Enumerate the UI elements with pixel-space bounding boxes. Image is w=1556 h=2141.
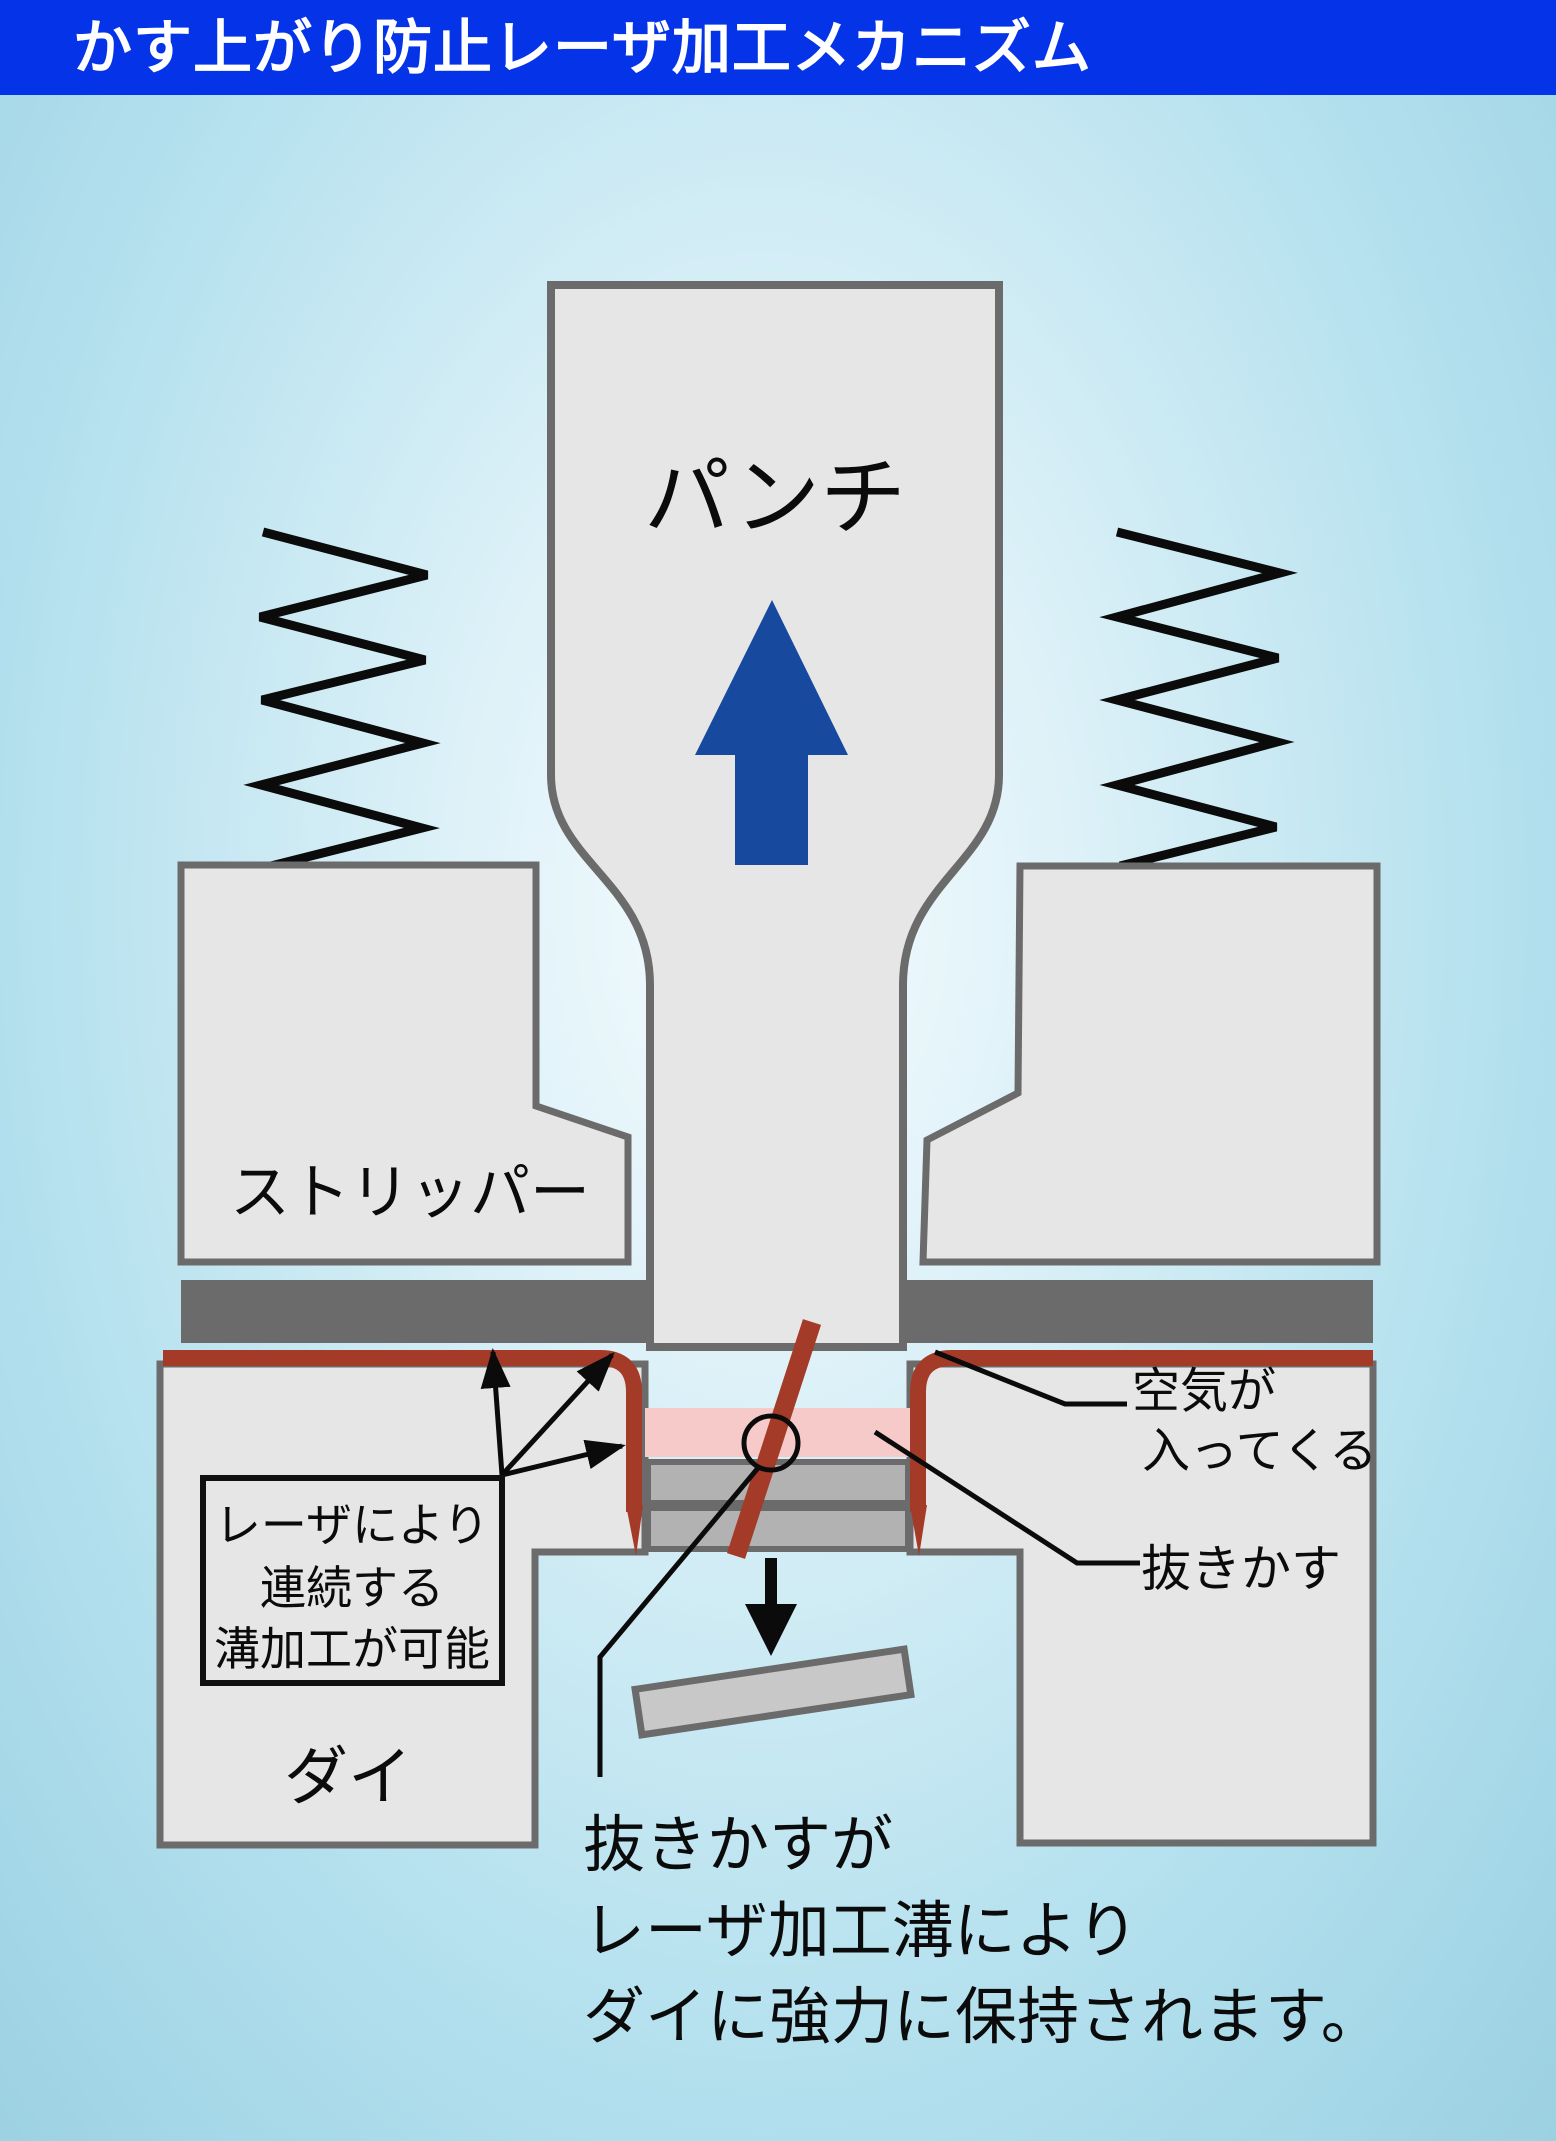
laser-note-line1: レーザにより xyxy=(215,1498,489,1552)
falling-scrap-piece xyxy=(631,1645,915,1739)
air-label-line1: 空気が xyxy=(1132,1363,1276,1419)
page-title: かす上がり防止レーザ加工メカニズム xyxy=(73,13,1092,82)
laser-note-line3: 溝加工が可能 xyxy=(214,1622,490,1676)
caption-line2: レーザ加工溝により xyxy=(583,1894,1139,1967)
caption-line1: 抜きかすが xyxy=(583,1808,893,1881)
stripper-left-block xyxy=(177,861,632,1266)
title-bar: かす上がり防止レーザ加工メカニズム xyxy=(0,0,1556,95)
scrap-label: 抜きかす xyxy=(1141,1540,1341,1598)
laser-groove-diagonal xyxy=(726,1319,822,1559)
air-label-line2: 入ってくる xyxy=(1142,1423,1377,1479)
laser-note-box xyxy=(200,1475,505,1686)
caption-line3: ダイに強力に保持されます。 xyxy=(583,1980,1383,2053)
down-arrow-icon xyxy=(745,1604,797,1656)
laser-groove-right-tip xyxy=(910,1505,927,1556)
spring-left xyxy=(243,527,441,873)
scrap-callout-line xyxy=(873,1429,1140,1566)
spring-right xyxy=(1099,527,1298,871)
scrap-slug-bottom xyxy=(645,1505,911,1552)
air-callout-line xyxy=(934,1349,1127,1407)
circle-callout-line xyxy=(597,1466,760,1777)
laser-note-line2: 連続する xyxy=(260,1561,444,1615)
groove-pointer-arrow-top xyxy=(480,1348,511,1476)
groove-pointer-arrow-side xyxy=(501,1439,626,1478)
stripper-label: ストリッパー xyxy=(230,1158,590,1228)
scrap-slug-top xyxy=(645,1459,911,1506)
groove-pointer-arrow-corner xyxy=(500,1352,615,1477)
detail-circle xyxy=(741,1413,801,1473)
up-arrow-icon xyxy=(695,600,848,865)
laser-groove-left-tip xyxy=(626,1505,643,1556)
die-label: ダイ xyxy=(284,1741,412,1815)
punch-label: パンチ xyxy=(644,448,906,548)
stripper-right-block xyxy=(919,862,1381,1266)
